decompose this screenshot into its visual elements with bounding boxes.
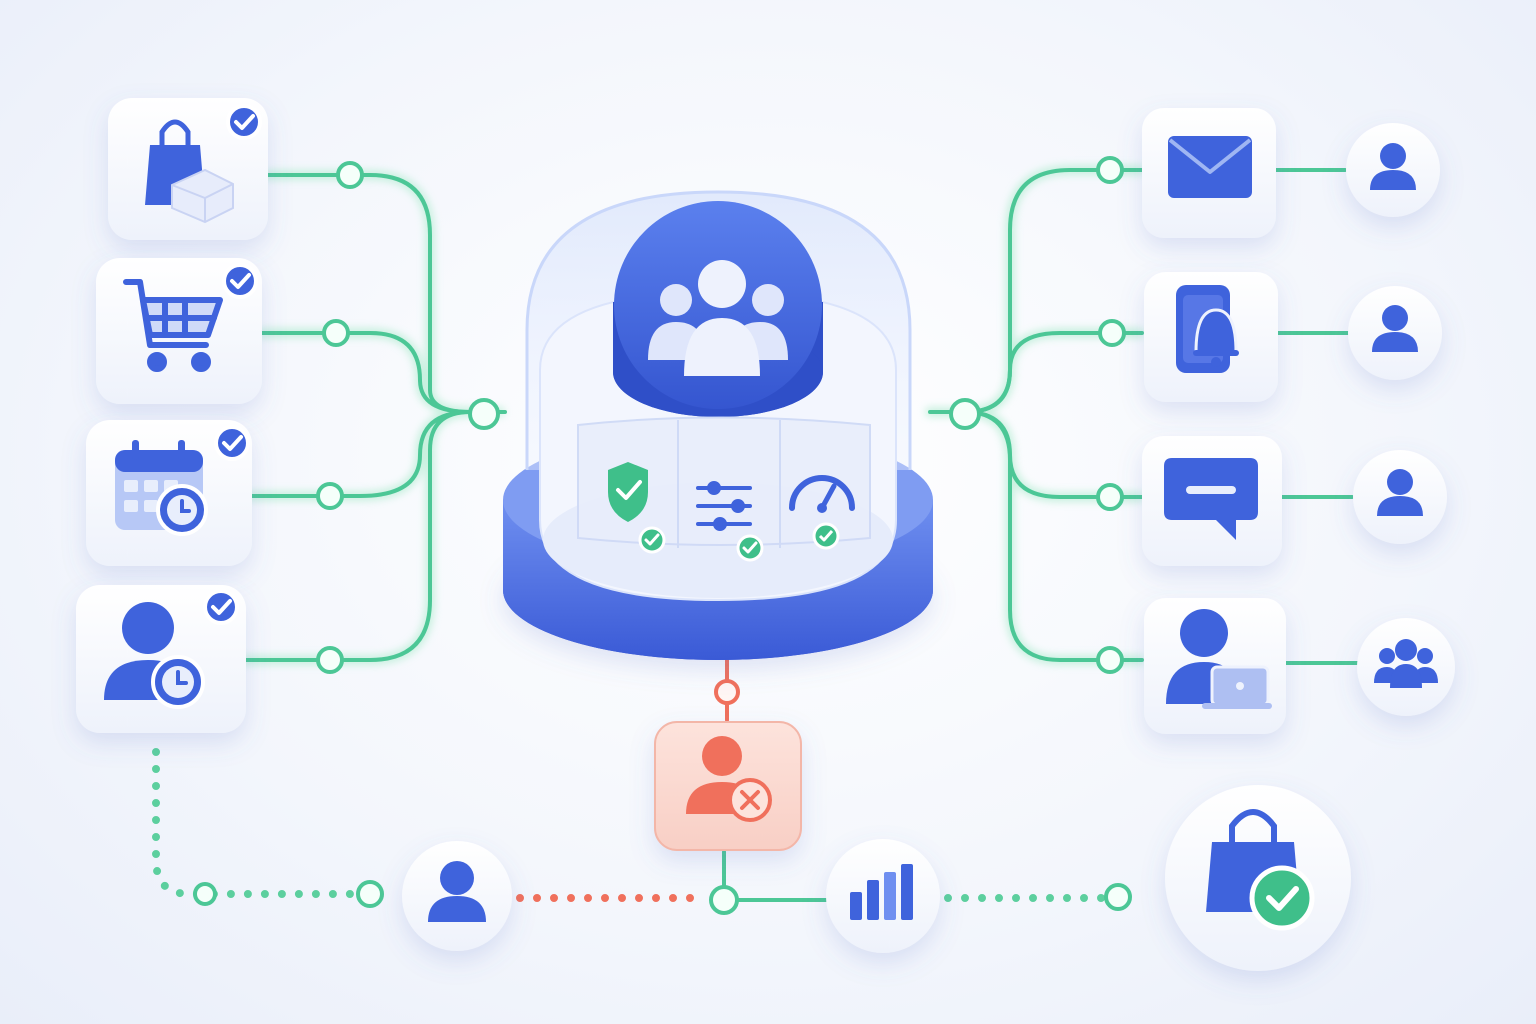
bottom-chart-node[interactable] — [826, 839, 940, 953]
user-group-icon — [1374, 639, 1438, 688]
connector-hub-to-email — [928, 168, 1144, 414]
gauge-icon — [789, 475, 855, 550]
junction-nodes — [193, 156, 1132, 915]
recipient-user-1[interactable] — [1346, 123, 1440, 217]
user-clock-icon — [104, 602, 205, 709]
recipient-group[interactable] — [1357, 618, 1455, 716]
user-icon — [428, 861, 486, 922]
calendar-clock-icon — [115, 440, 208, 536]
verified-check-icon — [203, 589, 239, 625]
shield-check-icon — [608, 462, 666, 554]
connector-hub-to-laptop — [963, 410, 1144, 662]
user-group-icon — [648, 260, 788, 376]
verified-check-icon — [214, 425, 250, 461]
bar-chart-icon — [850, 864, 913, 920]
recipient-user-2[interactable] — [1348, 286, 1442, 380]
channel-card-email[interactable] — [1142, 108, 1276, 238]
channel-card-chat[interactable] — [1142, 436, 1282, 566]
user-icon — [1372, 305, 1418, 352]
sliders-icon — [696, 481, 764, 562]
source-card-calendar[interactable] — [86, 420, 252, 566]
connector-hub-to-phone — [963, 331, 1144, 414]
source-card-cart[interactable] — [96, 258, 262, 404]
phone-bell-icon — [1176, 285, 1239, 373]
envelope-icon — [1168, 136, 1252, 198]
shopping-cart-icon — [123, 279, 223, 372]
recipient-nodes — [1346, 123, 1455, 716]
bottom-bag-check-node[interactable] — [1165, 785, 1351, 971]
user-icon — [1370, 143, 1416, 190]
hub-control-panels — [577, 416, 871, 548]
source-card-shopping[interactable] — [108, 98, 268, 240]
central-hub[interactable] — [503, 190, 933, 660]
verified-check-icon — [222, 263, 258, 299]
dotted-connector-left — [152, 748, 374, 898]
user-laptop-icon — [1166, 609, 1272, 709]
user-icon — [1377, 469, 1423, 516]
error-node[interactable] — [654, 721, 802, 851]
connector-bag-to-hub — [266, 173, 507, 414]
source-card-user-clock[interactable] — [76, 585, 246, 733]
channel-card-laptop[interactable] — [1144, 598, 1286, 734]
bottom-user-node[interactable] — [402, 841, 512, 951]
chat-bubble-icon — [1164, 458, 1258, 540]
right-channel-cards — [1142, 108, 1286, 734]
recipient-user-3[interactable] — [1353, 450, 1447, 544]
left-source-cards — [76, 98, 268, 733]
shopping-bag-check-icon — [1206, 809, 1315, 931]
connector-cart-to-hub — [260, 331, 472, 414]
shopping-bag-package-icon — [145, 119, 234, 224]
user-group-puck — [613, 201, 823, 417]
channel-card-phone[interactable] — [1144, 272, 1278, 402]
user-error-icon — [686, 736, 772, 822]
connector-user-clock-to-hub — [243, 410, 472, 662]
verified-check-icon — [226, 104, 262, 140]
bottom-flow — [402, 785, 1351, 971]
